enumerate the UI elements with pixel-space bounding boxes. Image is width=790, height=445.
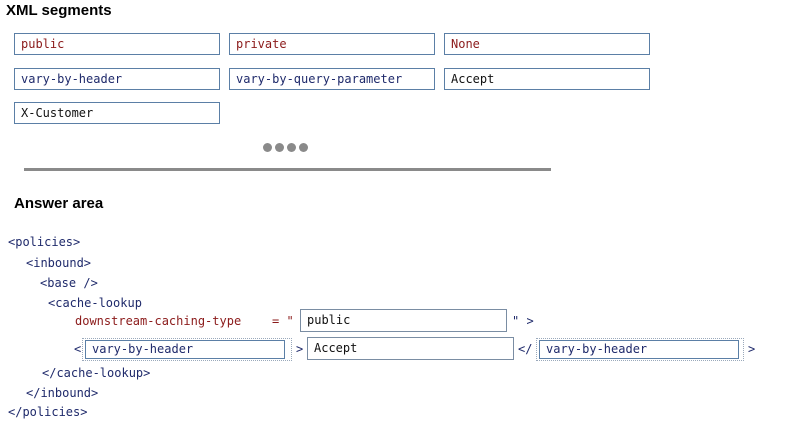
code-open-bracket: < bbox=[74, 342, 82, 356]
answer-area-heading: Answer area bbox=[14, 195, 104, 212]
code-cache-lookup-open: <cache-lookup bbox=[48, 296, 142, 310]
segment-vary-by-header[interactable]: vary-by-header bbox=[14, 68, 220, 90]
segment-vary-by-query-parameter[interactable]: vary-by-query-parameter bbox=[229, 68, 435, 90]
answer-slot-element-value[interactable]: Accept bbox=[307, 337, 514, 360]
code-attribute-name: downstream-caching-type bbox=[75, 314, 242, 328]
pager-dots bbox=[263, 143, 308, 152]
slot-value: Accept bbox=[314, 341, 358, 355]
segment-x-customer[interactable]: X-Customer bbox=[14, 102, 220, 124]
answer-slot-element-close[interactable]: vary-by-header bbox=[536, 338, 744, 361]
segments-heading: XML segments bbox=[6, 2, 112, 19]
answer-slot-element-open[interactable]: vary-by-header bbox=[82, 338, 292, 361]
segment-private[interactable]: private bbox=[229, 33, 435, 55]
segment-accept[interactable]: Accept bbox=[444, 68, 650, 90]
slot-value: vary-by-header bbox=[539, 340, 739, 359]
slot-value: vary-by-header bbox=[85, 340, 285, 359]
code-end-tag-close: > bbox=[748, 342, 756, 356]
code-base: <base /> bbox=[40, 276, 98, 290]
segment-none[interactable]: None bbox=[444, 33, 650, 55]
pager-dot bbox=[263, 143, 272, 152]
code-attribute-equals: = " bbox=[272, 314, 294, 328]
section-divider bbox=[24, 168, 551, 171]
code-end-tag-open: </ bbox=[518, 342, 533, 356]
code-attribute-close: " > bbox=[512, 314, 534, 328]
pager-dot bbox=[299, 143, 308, 152]
code-close-bracket: > bbox=[296, 342, 304, 356]
pager-dot bbox=[275, 143, 284, 152]
answer-slot-caching-type[interactable]: public bbox=[300, 309, 507, 332]
code-inbound-close: </inbound> bbox=[26, 386, 99, 400]
slot-value: public bbox=[307, 313, 351, 327]
pager-dot bbox=[287, 143, 296, 152]
code-cache-lookup-close: </cache-lookup> bbox=[42, 366, 151, 380]
segment-public[interactable]: public bbox=[14, 33, 220, 55]
code-policies-open: <policies> bbox=[8, 235, 81, 249]
code-policies-close: </policies> bbox=[8, 405, 88, 419]
code-inbound-open: <inbound> bbox=[26, 256, 92, 270]
